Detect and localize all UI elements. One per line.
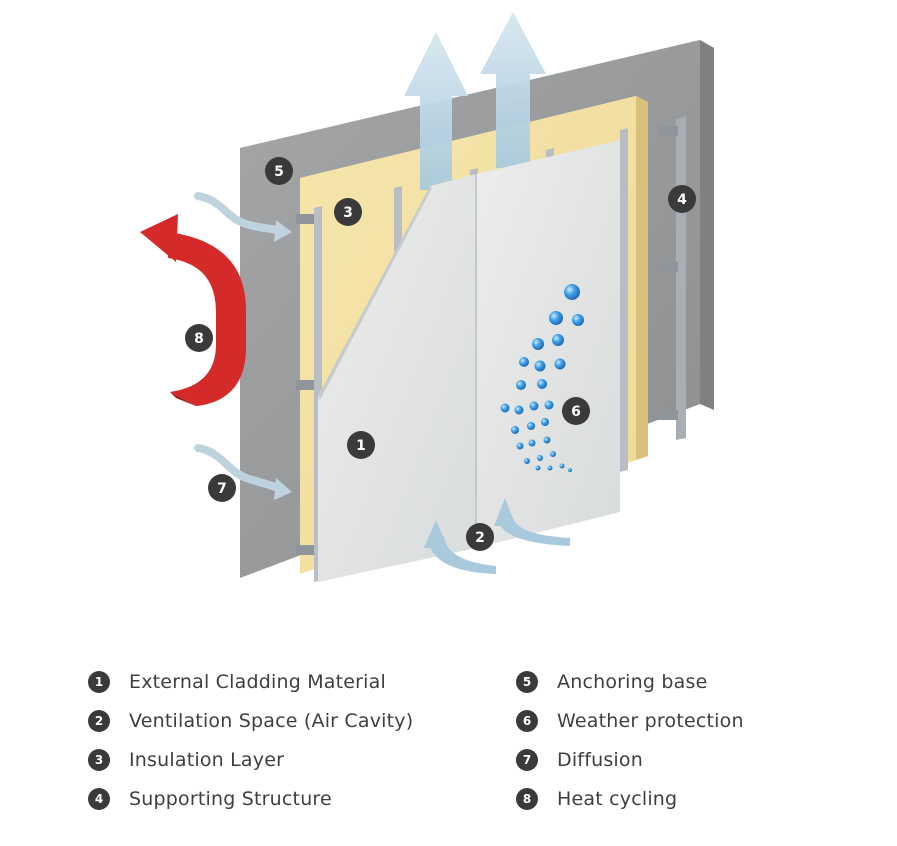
- legend-number: 4: [88, 787, 110, 810]
- legend-label: Heat cycling: [557, 787, 678, 810]
- heat-cycling-arrow: [140, 214, 246, 406]
- legend-number: 3: [88, 748, 110, 771]
- legend-label: External Cladding Material: [129, 670, 386, 693]
- legend-label: Diffusion: [557, 748, 643, 771]
- legend-number: 2: [88, 709, 110, 732]
- legend-item-6: 6 Weather protection: [516, 701, 744, 740]
- callout-5: 5: [265, 157, 293, 185]
- callout-3: 3: [334, 198, 362, 226]
- legend-number: 6: [516, 709, 538, 732]
- svg-text:5: 5: [274, 164, 284, 180]
- svg-text:8: 8: [194, 331, 204, 347]
- legend-item-8: 8 Heat cycling: [516, 779, 744, 818]
- legend-item-3: 3 Insulation Layer: [88, 740, 413, 779]
- cladding-panels: [318, 140, 620, 582]
- diffusion-arrows: [194, 192, 292, 500]
- legend-right: 5 Anchoring base 6 Weather protection 7 …: [516, 662, 744, 818]
- legend-item-2: 2 Ventilation Space (Air Cavity): [88, 701, 413, 740]
- legend-item-7: 7 Diffusion: [516, 740, 744, 779]
- svg-text:6: 6: [571, 404, 581, 420]
- legend-item-5: 5 Anchoring base: [516, 662, 744, 701]
- legend-label: Anchoring base: [557, 670, 708, 693]
- svg-text:3: 3: [343, 205, 353, 221]
- callout-2: 2: [466, 523, 494, 551]
- legend-number: 8: [516, 787, 538, 810]
- ventilated-facade-diagram: 1 2 3 4 5 6 7 8: [140, 12, 714, 582]
- callout-8: 8: [185, 324, 213, 352]
- legend-label: Supporting Structure: [129, 787, 332, 810]
- legend-number: 5: [516, 670, 538, 693]
- legend-left: 1 External Cladding Material 2 Ventilati…: [88, 662, 413, 818]
- air-flow-arrows: [404, 12, 546, 190]
- legend-number: 7: [516, 748, 538, 771]
- legend-label: Weather protection: [557, 709, 744, 732]
- legend-label: Insulation Layer: [129, 748, 285, 771]
- air-intake-arrows: [424, 498, 570, 574]
- legend-label: Ventilation Space (Air Cavity): [129, 709, 414, 732]
- callout-1: 1: [347, 431, 375, 459]
- callout-6: 6: [562, 397, 590, 425]
- legend-item-4: 4 Supporting Structure: [88, 779, 413, 818]
- callout-7: 7: [208, 474, 236, 502]
- callout-4: 4: [668, 185, 696, 213]
- svg-text:4: 4: [677, 192, 687, 208]
- legend-number: 1: [88, 670, 110, 693]
- svg-text:2: 2: [475, 530, 485, 546]
- water-drops: [500, 284, 584, 472]
- svg-text:7: 7: [217, 481, 227, 497]
- svg-text:1: 1: [356, 438, 366, 454]
- legend-item-1: 1 External Cladding Material: [88, 662, 413, 701]
